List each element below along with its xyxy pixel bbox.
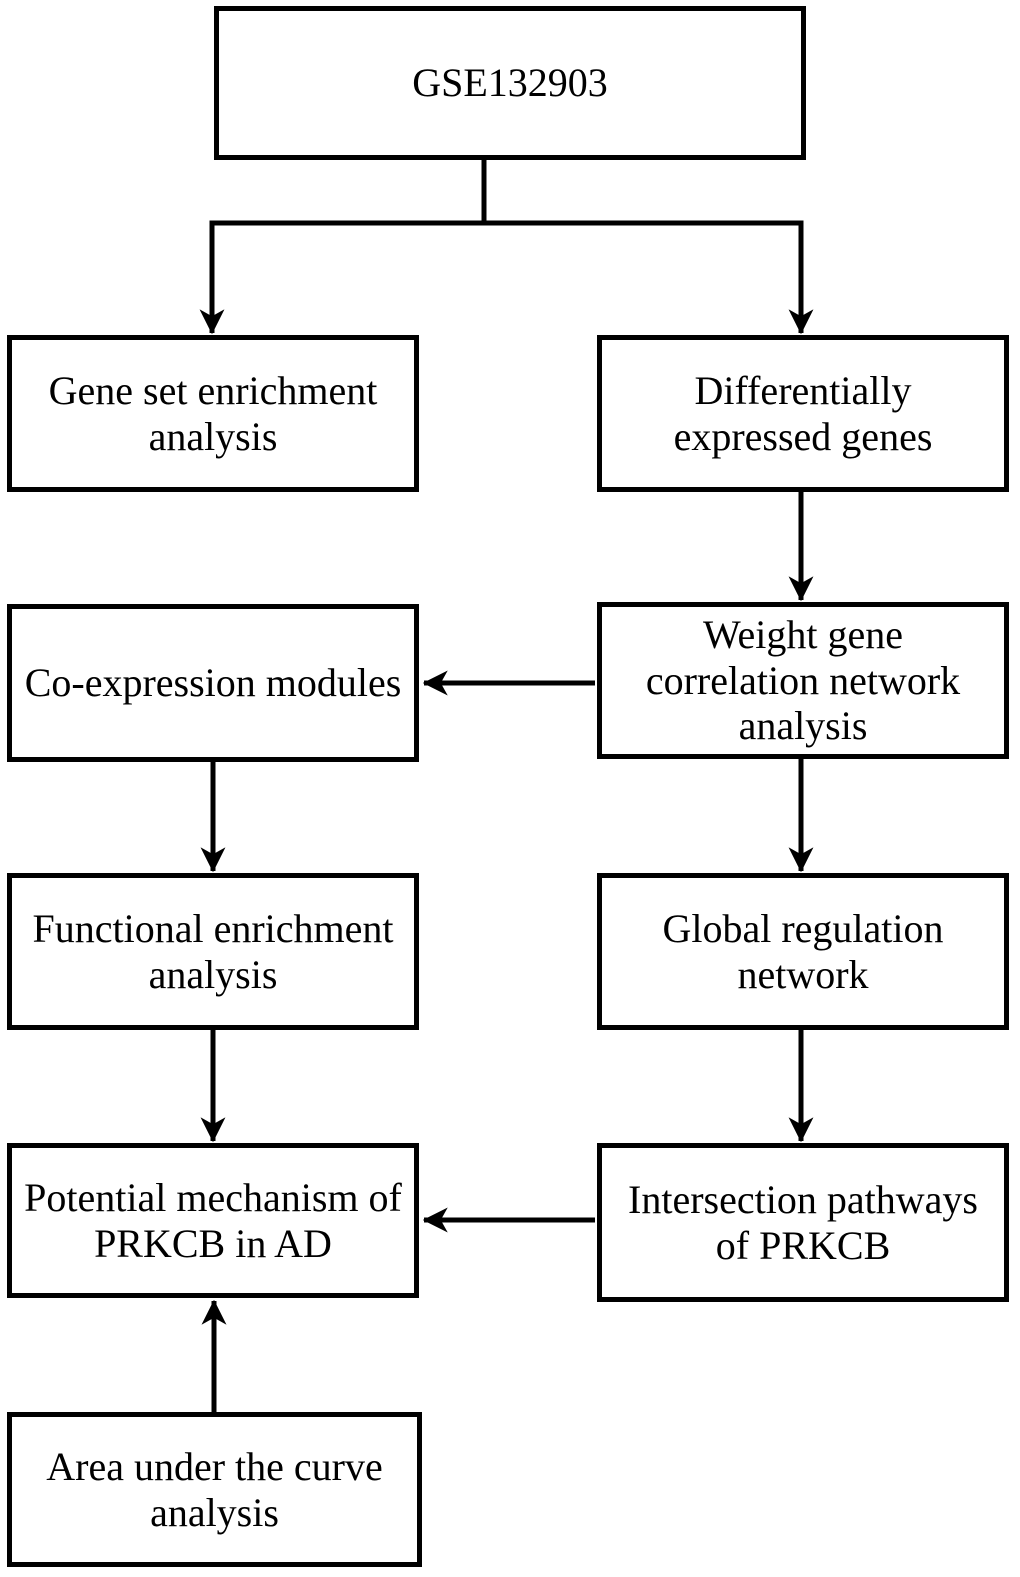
node-area-under-the-curve-analysis-label: Area under the curve analysis [46, 1443, 383, 1535]
node-potential-mechanism-of-prkcb-in-ad-label: Potential mechanism of PRKCB in AD [24, 1174, 402, 1266]
node-gene-set-enrichment-analysis: Gene set enrichment analysis [7, 335, 419, 492]
node-gene-set-enrichment-analysis-label: Gene set enrichment analysis [48, 367, 378, 459]
node-co-expression-modules-label: Co-expression modules [24, 660, 402, 706]
node-gse132903-label: GSE132903 [412, 60, 608, 106]
node-weight-gene-correlation-network-analysis: Weight gene correlation network analysis [597, 602, 1009, 759]
node-differentially-expressed-genes: Differentially expressed genes [597, 335, 1009, 492]
node-global-regulation-network: Global regulation network [597, 873, 1009, 1030]
node-co-expression-modules: Co-expression modules [7, 604, 419, 762]
node-global-regulation-network-label: Global regulation network [662, 905, 944, 997]
node-potential-mechanism-of-prkcb-in-ad: Potential mechanism of PRKCB in AD [7, 1143, 419, 1298]
node-functional-enrichment-analysis: Functional enrichment analysis [7, 873, 419, 1030]
node-differentially-expressed-genes-label: Differentially expressed genes [673, 367, 933, 459]
node-area-under-the-curve-analysis: Area under the curve analysis [7, 1412, 422, 1567]
node-intersection-pathways-of-prkcb-label: Intersection pathways of PRKCB [628, 1176, 978, 1268]
node-weight-gene-correlation-network-analysis-label: Weight gene correlation network analysis [645, 612, 961, 749]
node-intersection-pathways-of-prkcb: Intersection pathways of PRKCB [597, 1143, 1009, 1302]
node-gse132903: GSE132903 [214, 6, 806, 160]
node-functional-enrichment-analysis-label: Functional enrichment analysis [32, 905, 394, 997]
